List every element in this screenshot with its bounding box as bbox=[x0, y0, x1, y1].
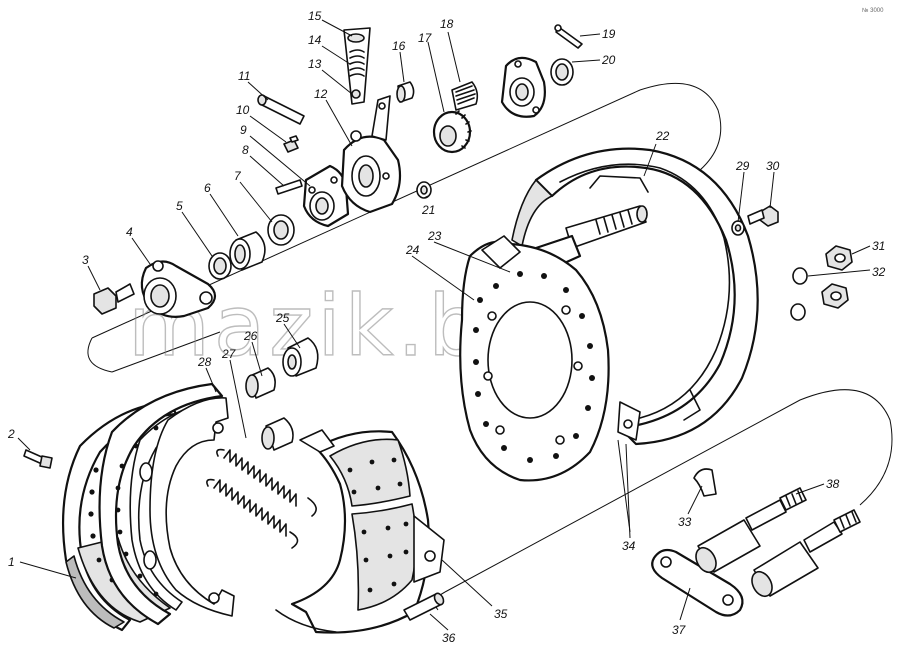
part-12-slack-adjuster bbox=[340, 95, 402, 214]
part-30-bolt bbox=[747, 205, 779, 227]
leader-lines bbox=[17, 19, 871, 631]
part-25-bushing bbox=[282, 337, 319, 377]
callout-5: 5 bbox=[176, 199, 183, 213]
callout-28: 28 bbox=[197, 355, 212, 369]
callout-29: 29 bbox=[735, 159, 750, 173]
part-24-anchor-plate bbox=[459, 235, 610, 482]
part-38-expander-pin-lower bbox=[751, 509, 861, 598]
callout-26: 26 bbox=[243, 329, 258, 343]
part-4-cam-bracket bbox=[140, 260, 217, 318]
callout-32: 32 bbox=[872, 265, 886, 279]
part-26-roller bbox=[245, 367, 276, 399]
callout-21: 21 bbox=[421, 203, 435, 217]
callout-20: 20 bbox=[601, 53, 616, 67]
part-38-expander-pin-upper bbox=[695, 487, 807, 574]
callout-22: 22 bbox=[655, 129, 670, 143]
callout-10: 10 bbox=[236, 103, 250, 117]
part-2-bolt bbox=[23, 449, 53, 469]
part-7-washer bbox=[267, 214, 295, 246]
callout-4: 4 bbox=[126, 225, 133, 239]
callout-3: 3 bbox=[82, 253, 89, 267]
part-6-bushing bbox=[229, 231, 266, 271]
callout-13: 13 bbox=[308, 57, 322, 71]
corner-mark: № 3000 bbox=[862, 7, 884, 14]
part-36-anchor-pin bbox=[403, 592, 445, 621]
callout-17: 17 bbox=[418, 31, 433, 45]
callout-37: 37 bbox=[672, 623, 687, 637]
part-37-link-plate bbox=[651, 548, 744, 617]
callout-14: 14 bbox=[308, 33, 322, 47]
callout-30: 30 bbox=[766, 159, 780, 173]
callout-31: 31 bbox=[872, 239, 885, 253]
callout-35: 35 bbox=[494, 607, 508, 621]
part-22-dust-shield bbox=[511, 147, 759, 446]
callout-9: 9 bbox=[240, 123, 247, 137]
part-8-pin bbox=[275, 179, 303, 195]
callout-25: 25 bbox=[275, 311, 290, 325]
part-16-bushing bbox=[396, 81, 415, 103]
part-33-clip bbox=[693, 468, 717, 497]
callout-38: 38 bbox=[826, 477, 840, 491]
callout-18: 18 bbox=[440, 17, 454, 31]
callout-8: 8 bbox=[242, 143, 249, 157]
part-bracket-plate bbox=[500, 56, 546, 118]
callout-6: 6 bbox=[204, 181, 211, 195]
callout-15: 15 bbox=[308, 9, 322, 23]
part-34-mount bbox=[617, 439, 631, 533]
part-18-worm bbox=[451, 81, 479, 111]
callout-labels: 1 2 3 4 5 6 7 8 9 10 11 12 13 14 15 16 1… bbox=[7, 9, 886, 645]
callout-34: 34 bbox=[622, 539, 636, 553]
part-21-bushing bbox=[416, 181, 432, 199]
part-31-nut bbox=[825, 245, 853, 271]
callout-24: 24 bbox=[405, 243, 420, 257]
part-5-bushing bbox=[208, 252, 232, 280]
callout-2: 2 bbox=[7, 427, 15, 441]
callout-27: 27 bbox=[221, 347, 237, 361]
part-17-worm-gear bbox=[432, 110, 472, 154]
callout-12: 12 bbox=[314, 87, 328, 101]
part-29-washer bbox=[731, 220, 745, 236]
part-19-cotter-pin bbox=[554, 24, 583, 49]
part-9-cover-plate bbox=[302, 164, 350, 228]
part-20-washer bbox=[550, 58, 574, 86]
part-32-spring-washer bbox=[790, 267, 808, 321]
callout-19: 19 bbox=[602, 27, 616, 41]
part-nut-lower bbox=[821, 283, 849, 309]
callout-7: 7 bbox=[234, 169, 242, 183]
part-35-brake-shoe-right bbox=[275, 429, 445, 634]
callout-11: 11 bbox=[238, 69, 250, 83]
part-11-worm-shaft bbox=[257, 94, 305, 125]
part-10-grease-nipple bbox=[283, 135, 299, 153]
callout-16: 16 bbox=[392, 39, 406, 53]
callout-33: 33 bbox=[678, 515, 692, 529]
part-27-return-springs bbox=[206, 448, 317, 549]
part-roller-shaft bbox=[261, 417, 294, 451]
part-13-15-locking-stack bbox=[343, 27, 371, 105]
part-3-hex-bolt bbox=[93, 283, 135, 315]
callout-23: 23 bbox=[427, 229, 442, 243]
callout-36: 36 bbox=[442, 631, 456, 645]
callout-1: 1 bbox=[8, 555, 15, 569]
